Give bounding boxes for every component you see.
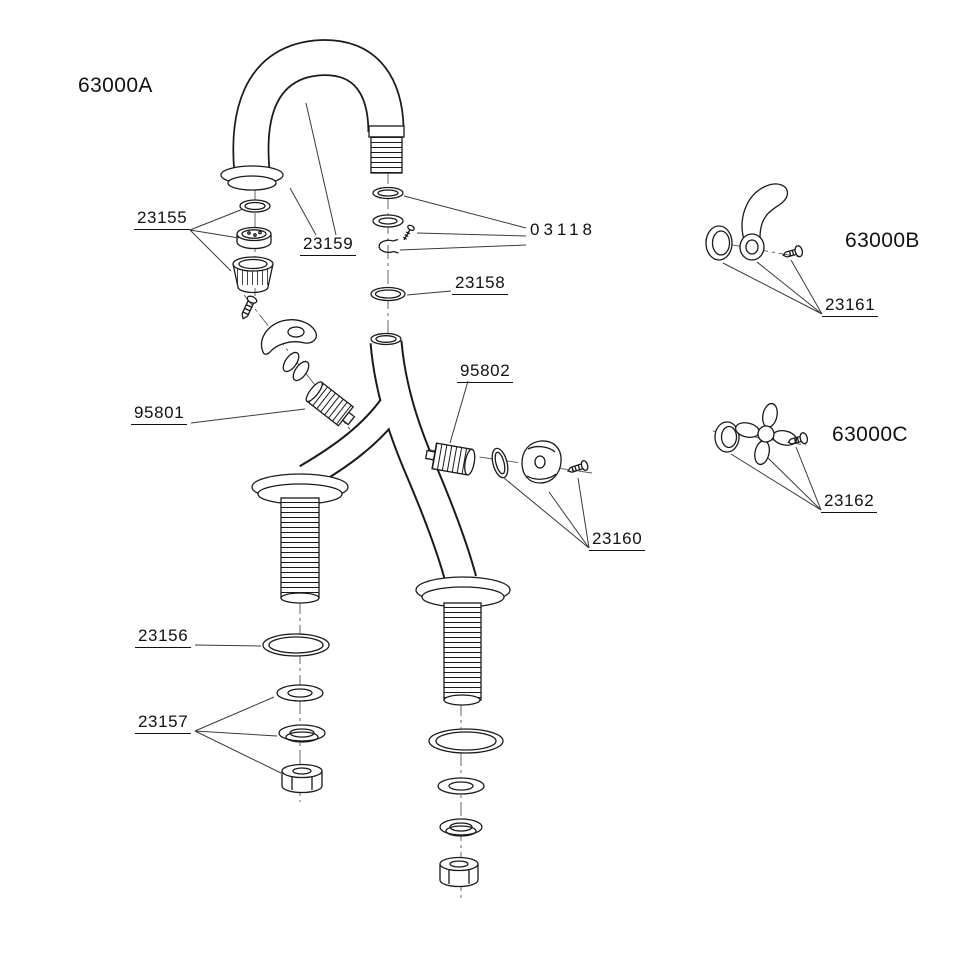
right-cartridge-95802 — [424, 442, 476, 476]
cross-handle-escutcheon — [714, 421, 740, 453]
left-escutcheon — [251, 473, 349, 505]
retainer-clip — [378, 238, 399, 254]
left-handle-screw — [241, 295, 258, 320]
part-label-23158: 23158 — [452, 273, 509, 295]
aerator-screen-insert — [236, 226, 272, 250]
o-ring-23158 — [370, 286, 406, 302]
right-mounting-nut — [439, 856, 479, 888]
part-label-23157: 23157 — [135, 712, 192, 734]
leader-23156 — [194, 644, 262, 647]
right-valve-o-ring — [491, 447, 509, 479]
left-handle-lever — [260, 319, 318, 355]
right-base-o-ring — [428, 728, 504, 754]
right-escutcheon — [415, 576, 511, 608]
part-label-23162: 23162 — [821, 491, 878, 513]
left-threaded-shank — [280, 497, 320, 604]
leader-lines — [189, 102, 823, 774]
spout — [220, 39, 405, 191]
right-flat-washer — [437, 777, 485, 795]
spout-washer-top — [372, 186, 404, 200]
part-label-95801: 95801 — [131, 403, 188, 425]
left-base-o-ring-23156 — [262, 633, 330, 657]
part-label-23161: 23161 — [822, 295, 879, 317]
lever-handle — [739, 183, 789, 261]
assembly-label-63000A: 63000A — [78, 74, 153, 97]
assembly-label-63000C: 63000C — [832, 423, 908, 446]
part-label-23156: 23156 — [135, 626, 192, 648]
left-flat-washer — [276, 684, 324, 702]
leader-23160 — [503, 477, 590, 549]
leader-23155 — [189, 208, 244, 272]
right-handle-screw — [566, 460, 589, 473]
lever-handle-screw — [782, 245, 804, 258]
left-valve-washers — [282, 351, 310, 382]
leader-03118 — [399, 195, 527, 251]
assembly-label-63000B: 63000B — [845, 229, 920, 252]
leader-23161 — [722, 259, 823, 315]
part-label-95802: 95802 — [457, 361, 514, 383]
left-cartridge-95801 — [305, 381, 356, 427]
lever-handle-escutcheon — [705, 225, 733, 261]
right-friction-washer — [439, 818, 483, 837]
right-threaded-shank — [443, 602, 482, 706]
spout-washer-bottom — [372, 214, 404, 228]
part-label-23159: 23159 — [300, 234, 357, 256]
leader-23158 — [406, 290, 452, 296]
leader-23162 — [730, 446, 822, 511]
left-mounting-nut — [281, 763, 323, 794]
part-label-23160: 23160 — [589, 529, 646, 551]
right-knob-handle — [521, 440, 562, 484]
retainer-pin — [402, 224, 415, 241]
cross-handle-screw — [787, 432, 809, 445]
leader-23159 — [289, 102, 337, 236]
aerator-housing — [232, 256, 274, 294]
leader-23157 — [194, 696, 282, 774]
leader-95802 — [449, 380, 469, 444]
leader-95801 — [190, 408, 306, 424]
cross-handle — [734, 402, 798, 466]
part-label-23155: 23155 — [134, 208, 191, 230]
left-friction-washer — [278, 724, 326, 743]
part-label-03118: 03118 — [530, 220, 597, 239]
aerator-o-ring — [239, 199, 271, 213]
faucet-body — [299, 332, 477, 585]
